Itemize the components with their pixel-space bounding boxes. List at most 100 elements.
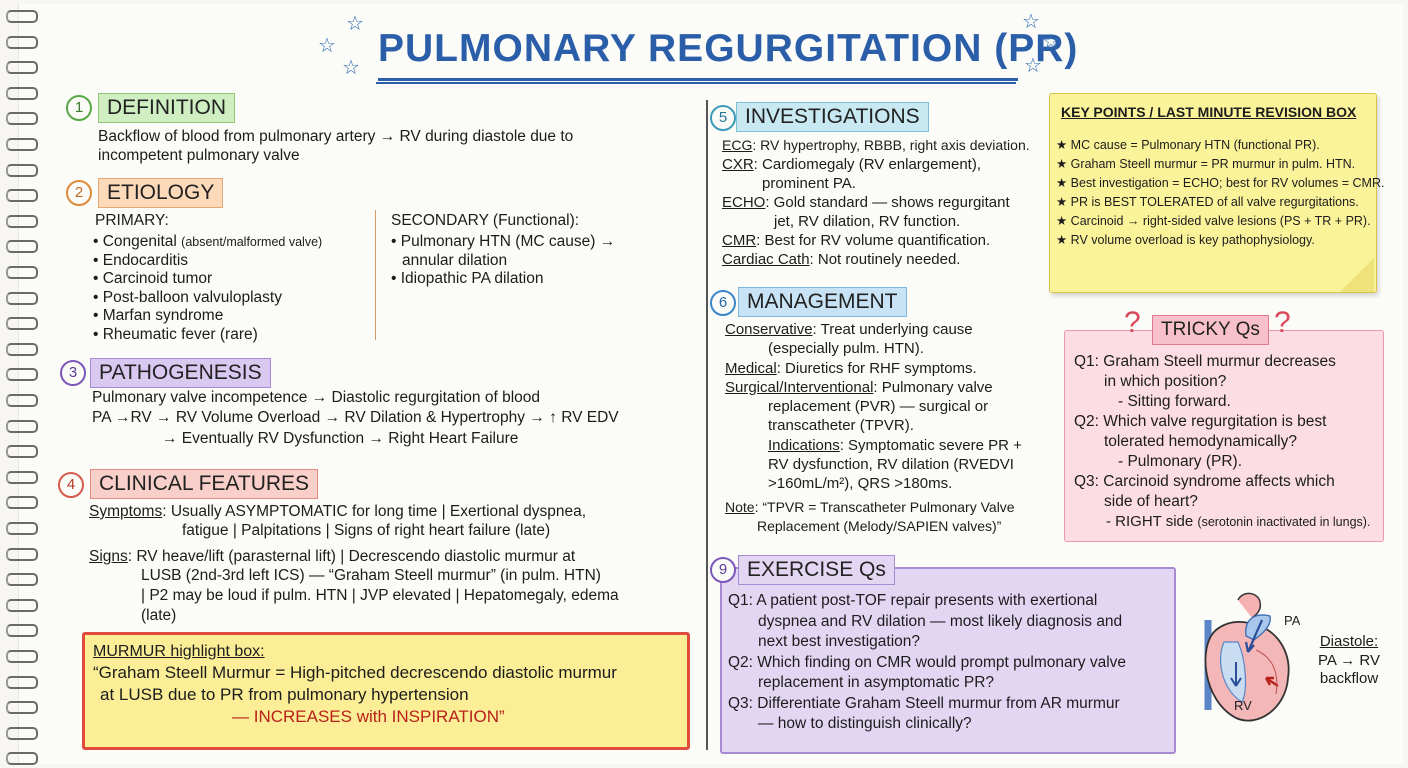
secondary-item: • Pulmonary HTN (MC cause) → xyxy=(391,233,616,250)
spiral-ring xyxy=(6,10,38,23)
medical-text: : Diuretics for RHF symptoms. xyxy=(776,360,977,377)
primary-item: • Post-balloon valvuloplasty xyxy=(93,288,282,306)
murmur-line-1: “Graham Steell Murmur = High-pitched dec… xyxy=(93,663,617,682)
murmur-heading: MURMUR highlight box: xyxy=(93,643,265,662)
definition-heading: DEFINITION xyxy=(98,93,235,123)
primary-label: PRIMARY: xyxy=(95,212,169,229)
note-line-1: Note: “TPVR = Transcatheter Pulmonary Va… xyxy=(725,498,1015,517)
spiral-ring xyxy=(6,214,38,228)
symptoms-label: Symptoms xyxy=(89,503,163,520)
spiral-ring xyxy=(6,240,38,254)
indications-line-2: RV dysfunction, RV dilation (RVEDVI xyxy=(768,456,1014,473)
spiral-ring xyxy=(6,573,38,587)
secondary-label: SECONDARY (Functional): xyxy=(391,212,580,229)
indications-line-1: Indications: Symptomatic severe PR + xyxy=(768,437,1022,456)
pathogenesis-heading: PATHOGENESIS xyxy=(90,358,271,388)
spiral-ring xyxy=(6,61,38,75)
definition-text: Backflow of blood from pulmonary artery … xyxy=(98,128,573,165)
key-point-item: ★ PR is BEST TOLERATED of all valve regu… xyxy=(1056,195,1359,209)
spiral-ring xyxy=(6,624,38,638)
definition-line: incompetent pulmonary valve xyxy=(98,146,300,164)
spiral-ring xyxy=(6,112,38,126)
conservative-text: : Treat underlying cause xyxy=(812,321,973,338)
primary-item: • Rheumatic fever (rare) xyxy=(93,325,258,343)
exercise-line: dyspnea and RV dilation — most likely di… xyxy=(758,612,1123,630)
spiral-ring xyxy=(6,266,38,279)
page-title: PULMONARY REGURGITATION (PR) xyxy=(378,26,1077,81)
question-mark-icon: ? xyxy=(1124,306,1141,339)
title-underline xyxy=(376,82,1016,84)
primary-item-note: (absent/malformed valve) xyxy=(181,235,323,249)
indications-label: Indications xyxy=(768,437,840,454)
investigation-text: : Not routinely needed. xyxy=(809,251,961,268)
investigation-label: CXR xyxy=(722,156,754,173)
note-label: Note xyxy=(725,499,755,515)
secondary-item: annular dilation xyxy=(402,251,508,269)
primary-item: • Endocarditis xyxy=(93,251,189,269)
section-number-9: 9 xyxy=(710,557,736,583)
investigations-heading: INVESTIGATIONS xyxy=(736,102,929,132)
spiral-ring xyxy=(6,752,38,766)
spiral-binding xyxy=(0,0,38,768)
key-points-page-curl xyxy=(1340,258,1374,292)
tricky-line: - Pulmonary (PR). xyxy=(1118,453,1243,470)
key-point-item: ★ Carcinoid → right-sided valve lesions … xyxy=(1056,214,1371,228)
column-divider xyxy=(706,100,708,750)
tricky-heading: TRICKY Qs xyxy=(1152,315,1269,345)
note-text: : “TPVR = Transcatheter Pulmonary Valve xyxy=(754,499,1015,515)
spiral-ring xyxy=(6,86,38,100)
primary-item: • Congenital (absent/malformed valve) xyxy=(93,233,322,252)
investigation-label: CMR xyxy=(722,232,757,249)
septum-line xyxy=(1255,649,1278,695)
regurgitation-arrow xyxy=(1264,676,1279,687)
note-line-2: Replacement (Melody/SAPIEN valves)” xyxy=(757,518,1002,534)
medical-line: Medical: Diuretics for RHF symptoms. xyxy=(725,360,977,379)
surgical-line-3: transcatheter (TPVR). xyxy=(768,417,914,434)
investigation-label: ECG xyxy=(722,137,753,153)
investigation-text: : Best for RV volume quantification. xyxy=(756,232,991,249)
signs-line-3: | P2 may be loud if pulm. HTN | JVP elev… xyxy=(141,587,619,604)
spiral-ring xyxy=(6,726,38,740)
tricky-line: Q3: Carcinoid syndrome affects which xyxy=(1074,473,1335,490)
tricky-box xyxy=(1064,330,1384,542)
tricky-last-line: - RIGHT side (serotonin inactivated in l… xyxy=(1106,513,1370,532)
pathogenesis-line-2: PA →RV → RV Volume Overload → RV Dilatio… xyxy=(92,409,619,426)
management-heading: MANAGEMENT xyxy=(738,287,907,317)
etiology-divider xyxy=(375,210,376,340)
star-icon: ☆ xyxy=(1022,11,1040,33)
investigation-item: jet, RV dilation, RV function. xyxy=(722,212,1030,231)
section-number-4: 4 xyxy=(58,472,84,498)
spiral-ring xyxy=(6,496,38,510)
investigation-text: : Gold standard — shows regurgitant xyxy=(765,194,1010,211)
exercise-heading: EXERCISE Qs xyxy=(738,555,895,585)
spiral-ring xyxy=(6,547,38,561)
investigation-item: prominent PA. xyxy=(722,174,1030,193)
question-mark-icon: ? xyxy=(1274,306,1291,339)
star-icon: ☆ xyxy=(1024,55,1042,77)
rv-arrow xyxy=(1230,662,1242,687)
primary-item: • Carcinoid tumor xyxy=(93,270,213,287)
exercise-line: Q2: Which finding on CMR would prompt pu… xyxy=(728,653,1127,671)
spiral-ring xyxy=(6,598,38,612)
heart-illustration: RV PA xyxy=(1204,592,1300,722)
investigation-item: CMR: Best for RV volume quantification. xyxy=(722,231,1030,250)
symptoms-line-1: Symptoms: Usually ASYMPTOMATIC for long … xyxy=(89,503,586,522)
pa-label: PA xyxy=(1284,613,1300,628)
flow-arrow xyxy=(1246,619,1264,653)
clinical-heading: CLINICAL FEATURES xyxy=(90,469,319,499)
investigation-label: ECHO xyxy=(722,194,766,211)
tricky-answer-3: - RIGHT side xyxy=(1106,513,1198,530)
right-ventricle xyxy=(1220,641,1247,703)
tricky-line: tolerated hemodynamically? xyxy=(1104,433,1297,450)
heart-caption-line: Diastole: xyxy=(1319,633,1379,650)
exercise-list: Q1: A patient post-TOF repair presents w… xyxy=(728,591,1126,735)
pathogenesis-line-3: → Eventually RV Dysfunction → Right Hear… xyxy=(162,430,519,447)
star-icon: ☆ xyxy=(1042,31,1060,53)
murmur-line-3: — INCREASES with INSPIRATION” xyxy=(232,707,505,726)
spiral-ring xyxy=(6,291,38,305)
tricky-line: - Sitting forward. xyxy=(1118,393,1231,410)
murmur-heading-text: MURMUR highlight box: xyxy=(93,643,265,660)
exercise-line: Q1: A patient post-TOF repair presents w… xyxy=(728,592,1098,609)
secondary-list: • Pulmonary HTN (MC cause) →annular dila… xyxy=(391,233,615,289)
